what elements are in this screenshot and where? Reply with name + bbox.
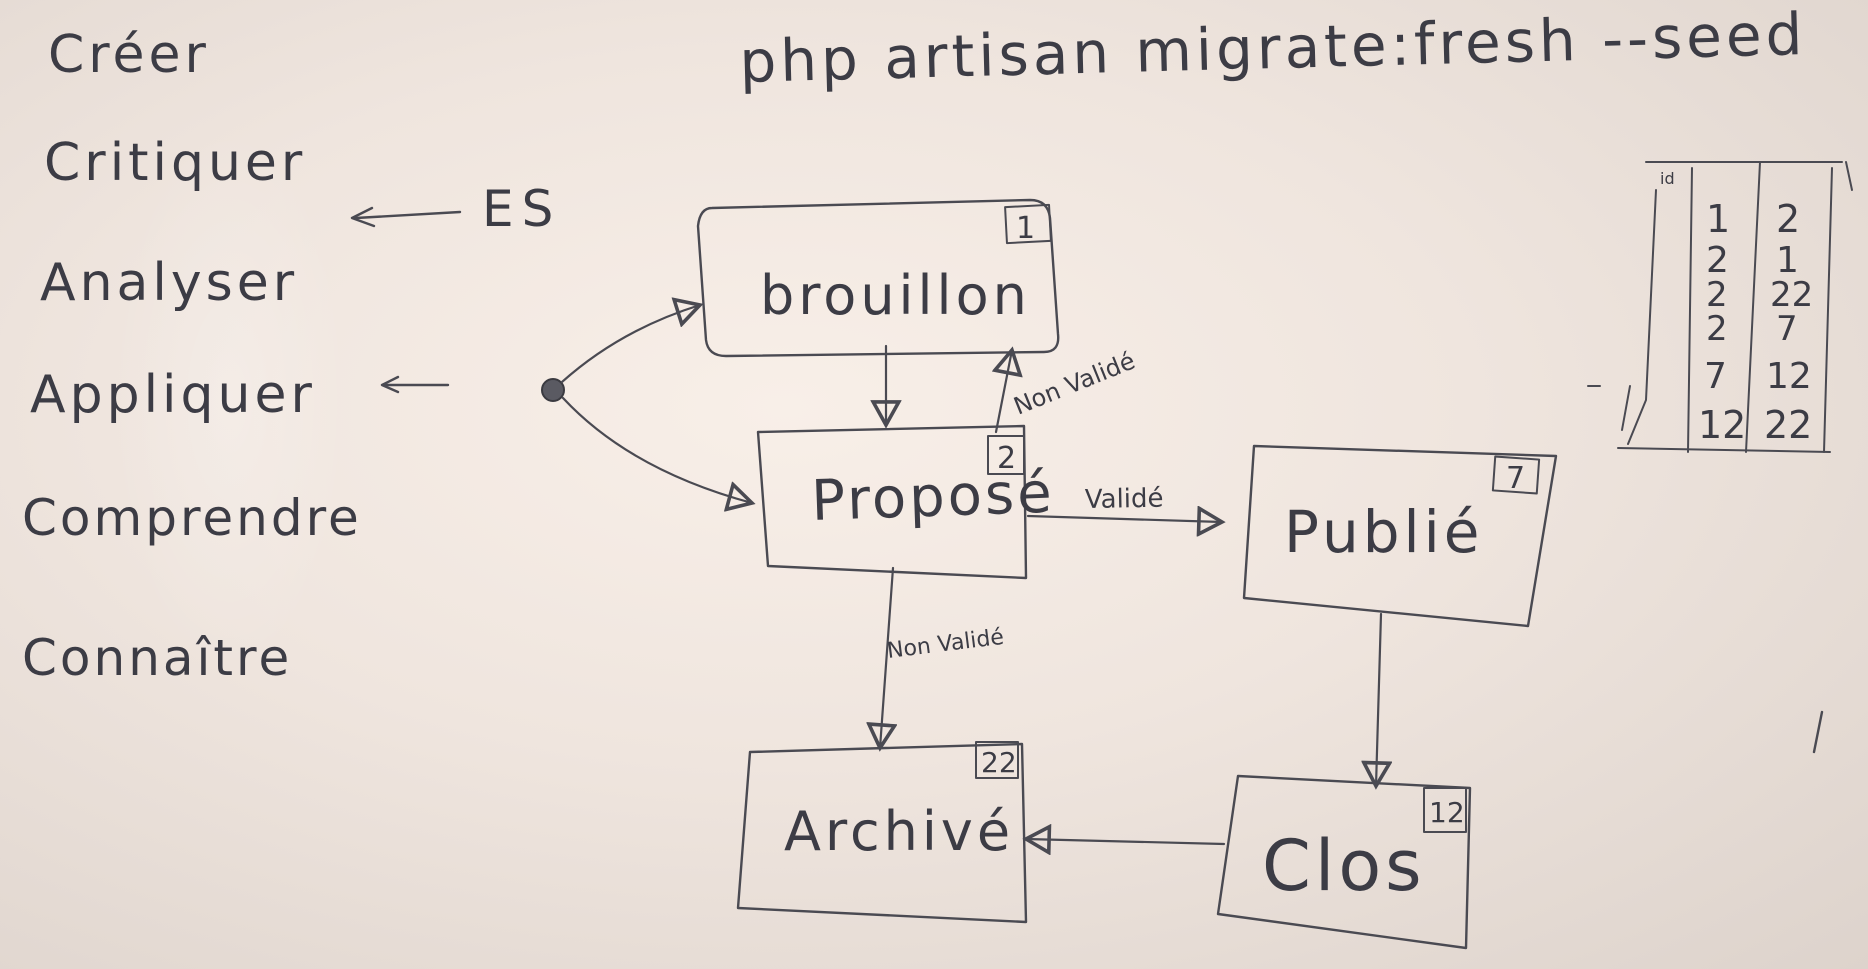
publie-id: 7 xyxy=(1506,461,1525,496)
label-non-valide-down: Non Validé xyxy=(886,625,1006,664)
state-clos: 12 Clos xyxy=(1216,774,1472,950)
brouillon-label: brouillon xyxy=(760,264,1031,327)
level-comprendre: Comprendre xyxy=(22,489,362,547)
edge-initial-to-brouillon xyxy=(560,305,700,384)
archive-label: Archivé xyxy=(784,800,1014,863)
state-archive: 22 Archivé xyxy=(736,741,1028,924)
edge-propose-to-brouillon xyxy=(996,350,1012,434)
edge-propose-to-publie xyxy=(1026,516,1222,522)
propose-id: 2 xyxy=(997,441,1016,476)
table-cell: 2 xyxy=(1776,197,1800,241)
es-arrow xyxy=(350,206,462,228)
table-cell: 12 xyxy=(1698,403,1746,447)
brouillon-id: 1 xyxy=(1016,211,1035,246)
clos-label: Clos xyxy=(1262,825,1426,907)
state-brouillon: 1 brouillon xyxy=(696,198,1060,358)
archive-id: 22 xyxy=(981,746,1017,779)
stray-mark xyxy=(1812,710,1824,754)
label-non-valide-up: Non Validé xyxy=(1010,347,1139,421)
table-cell: 2 xyxy=(1706,240,1729,281)
table-cell: 7 xyxy=(1776,309,1798,349)
table-cell: 22 xyxy=(1770,275,1813,315)
state-publie: 7 Publié xyxy=(1242,444,1558,628)
level-creer: Créer xyxy=(48,25,210,85)
table-cell: 1 xyxy=(1776,240,1799,281)
table-cell: 1 xyxy=(1706,197,1730,241)
edge-propose-to-archive xyxy=(880,566,893,748)
level-connaitre: Connaître xyxy=(22,629,292,687)
edge-clos-to-archive xyxy=(1026,839,1226,844)
appliquer-arrow xyxy=(380,375,450,394)
join-table: id 1 2 2 1 2 22 2 7 7 12 12 22 xyxy=(1587,161,1853,453)
table-cell: 2 xyxy=(1706,309,1728,349)
publie-label: Publié xyxy=(1284,498,1483,566)
edge-initial-to-propose xyxy=(561,396,752,503)
level-critiquer: Critiquer xyxy=(44,133,306,193)
table-cell: 22 xyxy=(1764,403,1812,447)
table-cell: 7 xyxy=(1704,356,1727,397)
table-cell: 12 xyxy=(1766,356,1812,397)
level-analyser: Analyser xyxy=(40,253,298,313)
table-cell: 2 xyxy=(1706,275,1728,315)
artisan-command: php artisan migrate:fresh --seed xyxy=(739,0,1808,96)
propose-label: Proposé xyxy=(810,461,1055,534)
level-appliquer: Appliquer xyxy=(30,365,316,425)
edge-publie-to-clos xyxy=(1376,612,1381,786)
initial-state-dot xyxy=(541,378,565,402)
table-header-id: id xyxy=(1660,169,1675,188)
label-valide: Validé xyxy=(1085,484,1164,515)
state-propose: 2 Proposé xyxy=(756,424,1056,580)
es-label: ES xyxy=(482,180,561,238)
clos-id: 12 xyxy=(1429,796,1465,829)
